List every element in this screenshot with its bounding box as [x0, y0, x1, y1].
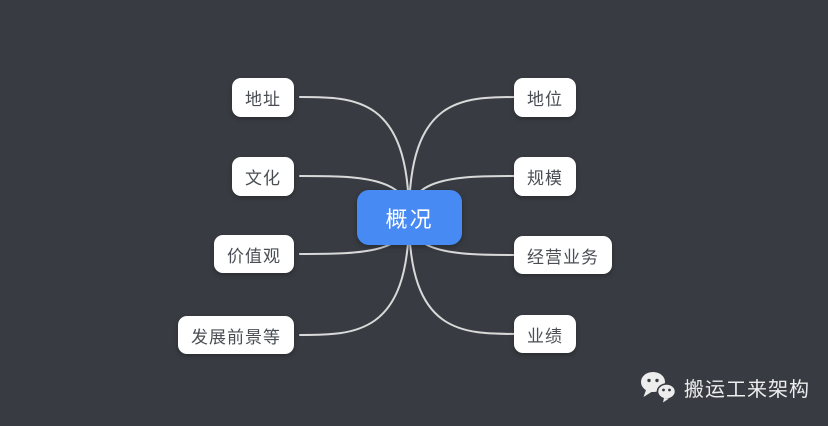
connector-right-4 — [408, 216, 519, 335]
node-culture[interactable]: 文化 — [232, 157, 294, 196]
node-business-operations[interactable]: 经营业务 — [514, 236, 612, 274]
node-values[interactable]: 价值观 — [214, 235, 294, 273]
node-development-prospects[interactable]: 发展前景等 — [178, 316, 294, 354]
connector-left-4 — [299, 216, 410, 336]
node-root-topic[interactable]: 概况 — [357, 190, 462, 245]
watermark-text: 搬运工来架构 — [684, 378, 810, 401]
node-performance[interactable]: 业绩 — [514, 315, 576, 353]
connector-right-1 — [408, 96, 519, 218]
connector-left-1 — [299, 96, 410, 218]
node-status[interactable]: 地位 — [514, 78, 576, 117]
watermark: 搬运工来架构 — [640, 371, 810, 403]
node-address[interactable]: 地址 — [232, 78, 294, 117]
wechat-icon — [640, 371, 676, 403]
node-scale[interactable]: 规模 — [514, 157, 576, 196]
